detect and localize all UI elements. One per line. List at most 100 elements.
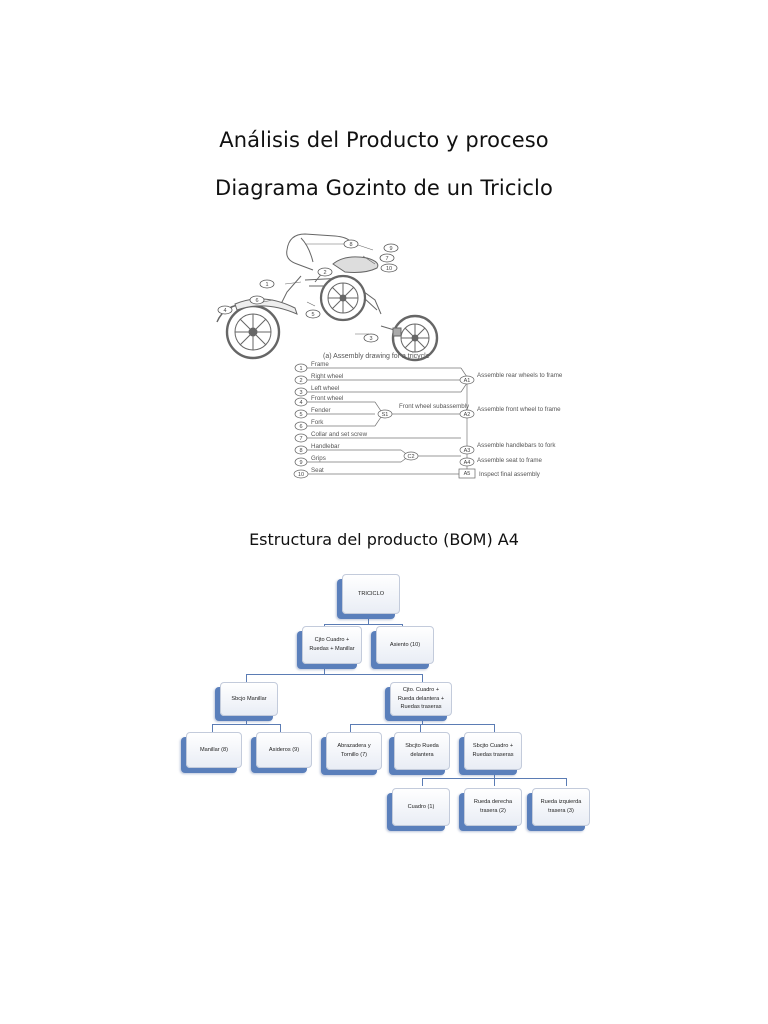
bom-node-cjto-cuadro-rueda-delantera: Cjto. Cuadro + Rueda delantera + Ruedas … — [390, 682, 452, 716]
svg-text:Left wheel: Left wheel — [311, 385, 339, 392]
title-line-2: Diagrama Gozinto de un Triciclo — [215, 176, 553, 200]
edge — [246, 674, 247, 682]
bom-node-cjto-cuadro-ruedas-manillar: Cjto Cuadro + Ruedas + Manillar — [302, 626, 362, 664]
svg-text:10: 10 — [386, 266, 392, 272]
right-wheel-part — [380, 314, 439, 362]
gz-part-4: 4 Front wheel — [294, 395, 343, 407]
bom-node-manillar: Manillar (8) — [186, 732, 242, 768]
svg-text:Assemble rear wheels to frame: Assemble rear wheels to frame — [477, 372, 563, 379]
svg-text:2: 2 — [299, 378, 302, 384]
bom-node-sbcjto-rueda-delantera: Sbcjto Rueda delantera — [394, 732, 450, 770]
svg-text:Assemble front wheel to frame: Assemble front wheel to frame — [477, 406, 561, 413]
edge — [246, 716, 247, 724]
op-a2: A2 Assemble front wheel to frame — [459, 406, 561, 419]
svg-text:Grips: Grips — [311, 455, 326, 462]
bom-node-root: TRICICLO — [342, 574, 400, 614]
svg-text:6: 6 — [299, 424, 302, 430]
bom-tree: TRICICLO Cjto Cuadro + Ruedas + Manillar… — [176, 566, 596, 836]
gozinto-chart — [305, 367, 470, 475]
svg-text:1: 1 — [265, 282, 268, 288]
edge — [494, 770, 495, 778]
svg-text:10: 10 — [298, 472, 304, 478]
edge — [324, 624, 402, 625]
svg-text:Handlebar: Handlebar — [311, 443, 340, 450]
svg-text:Right wheel: Right wheel — [311, 373, 343, 380]
callout-4: 4 — [217, 305, 233, 315]
bom-node-rueda-derecha-trasera: Rueda derecha trasera (2) — [464, 788, 522, 826]
op-c2: C2 — [403, 451, 419, 461]
svg-text:1: 1 — [299, 366, 302, 372]
edge — [212, 724, 213, 732]
bom-section-title: Estructura del producto (BOM) A4 — [249, 530, 519, 549]
callout-10: 10 — [380, 263, 398, 273]
bom-node-sbcjo-manillar: Sbcjo Manillar — [220, 682, 278, 716]
svg-text:Front wheel subassembly: Front wheel subassembly — [399, 403, 470, 410]
edge — [422, 778, 423, 786]
svg-text:4: 4 — [223, 308, 226, 314]
svg-text:Front wheel: Front wheel — [311, 395, 343, 402]
edge — [368, 614, 369, 624]
seat-part — [332, 256, 379, 273]
gz-part-3: 3 Left wheel — [294, 385, 339, 397]
callout-6: 6 — [249, 295, 265, 305]
svg-text:3: 3 — [299, 390, 302, 396]
svg-text:Fender: Fender — [311, 407, 331, 414]
edge — [350, 724, 494, 725]
edge — [350, 724, 351, 732]
op-s1: S1 Front wheel subassembly — [377, 403, 470, 419]
edge — [494, 724, 495, 732]
handlebar-part — [286, 233, 352, 271]
callout-9: 9 — [383, 243, 399, 253]
gz-part-10: 10 Seat — [293, 467, 324, 479]
tricycle-assembly-drawing: 8 9 7 10 1 6 4 5 3 2 (a) Assembly drawin… — [216, 233, 563, 479]
drawing-caption: (a) Assembly drawing for a tricycle — [323, 353, 430, 360]
edge — [246, 674, 422, 675]
callout-2: 2 — [317, 267, 333, 277]
svg-text:A4: A4 — [464, 460, 471, 466]
op-a5: A5 Inspect final assembly — [458, 468, 541, 479]
svg-text:S1: S1 — [382, 412, 389, 418]
edge — [494, 778, 495, 786]
gz-part-9: 9 Grips — [294, 455, 326, 467]
svg-text:C2: C2 — [407, 454, 414, 460]
svg-text:8: 8 — [349, 242, 352, 248]
bom-node-asiento: Asiento (10) — [376, 626, 434, 664]
svg-text:9: 9 — [389, 246, 392, 252]
bom-node-cuadro: Cuadro (1) — [392, 788, 450, 826]
edge — [212, 724, 280, 725]
part-callouts: 8 9 7 10 1 6 4 5 3 2 — [217, 239, 399, 343]
svg-text:Assemble seat to frame: Assemble seat to frame — [477, 457, 543, 464]
svg-text:A2: A2 — [464, 412, 471, 418]
edge — [420, 724, 421, 732]
svg-text:Seat: Seat — [311, 467, 324, 474]
edge — [422, 716, 423, 724]
gz-part-2: 2 Right wheel — [294, 373, 343, 385]
svg-text:A3: A3 — [464, 448, 471, 454]
bom-node-asideros: Asideros (9) — [256, 732, 312, 768]
svg-text:A5: A5 — [464, 471, 471, 477]
op-a3: A3 Assemble handlebars to fork — [459, 442, 556, 455]
rear-wheel-part — [319, 274, 367, 322]
svg-text:7: 7 — [299, 436, 302, 442]
callout-7: 7 — [379, 253, 395, 263]
callout-8: 8 — [343, 239, 359, 249]
svg-text:6: 6 — [255, 298, 258, 304]
svg-text:Assemble handlebars to fork: Assemble handlebars to fork — [477, 442, 556, 449]
title-line-1: Análisis del Producto y proceso — [219, 128, 549, 152]
gz-part-6: 6 Fork — [294, 419, 324, 431]
svg-text:Fork: Fork — [311, 419, 324, 426]
edge — [566, 778, 567, 786]
svg-text:5: 5 — [311, 312, 314, 318]
svg-text:A1: A1 — [464, 378, 471, 384]
edge — [422, 674, 423, 682]
svg-text:Inspect final assembly: Inspect final assembly — [479, 471, 541, 478]
op-a4: A4 Assemble seat to frame — [459, 457, 543, 467]
svg-text:3: 3 — [369, 336, 372, 342]
svg-text:4: 4 — [299, 400, 302, 406]
edge — [280, 724, 281, 732]
svg-text:9: 9 — [299, 460, 302, 466]
